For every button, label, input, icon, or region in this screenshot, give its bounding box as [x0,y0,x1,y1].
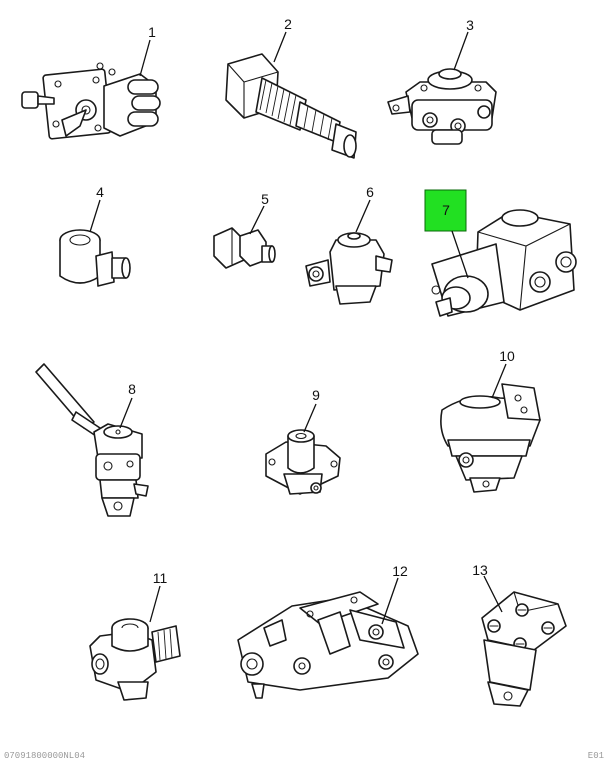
part-13-bracket-valve[interactable] [481,591,567,707]
drawing-id: 07091800000NL04 [4,751,86,761]
callout-11: 11 [153,570,168,586]
callout-4: 4 [96,184,104,200]
part-6-small-valve[interactable] [305,232,393,305]
callout-1: 1 [148,24,156,40]
part-10-diaphragm-valve[interactable] [440,383,541,493]
callout-10: 10 [499,348,515,364]
part-5-hex-connector[interactable] [213,227,276,269]
callout-6: 6 [366,184,374,200]
part-1-hand-valve[interactable] [21,62,161,140]
part-9-small-valve[interactable] [265,429,341,495]
drawing-sheet: E01 [587,751,604,761]
callout-5: 5 [261,191,269,207]
part-3-relay-valve[interactable] [387,68,497,145]
callout-7-highlight[interactable] [424,189,467,232]
part-2-check-valve[interactable] [225,53,357,159]
callout-3: 3 [466,17,474,33]
part-4-elbow-fitting[interactable] [59,229,131,287]
callout-9: 9 [312,387,320,403]
callout-8: 8 [128,381,136,397]
callout-2: 2 [284,16,292,32]
part-7-plunger-valve[interactable] [431,209,577,317]
callout-12: 12 [392,563,408,579]
part-11-inline-valve[interactable] [89,618,181,701]
part-12-manifold-valve[interactable] [237,591,419,699]
part-8-hand-control-valve[interactable] [35,363,149,517]
callout-7: 7 [442,202,450,218]
callout-13: 13 [472,562,488,578]
